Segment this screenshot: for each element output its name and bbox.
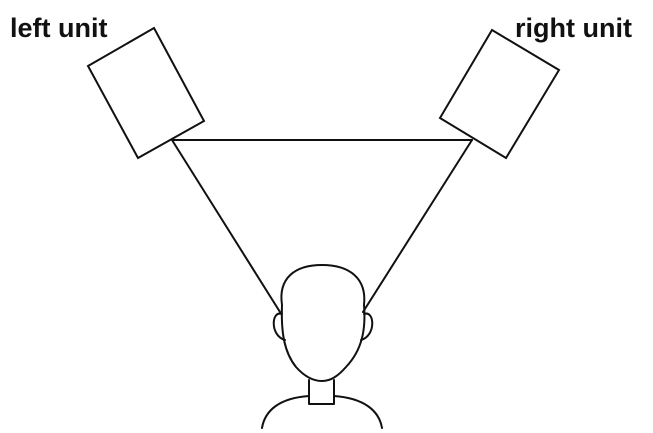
left-speaker-unit	[88, 28, 204, 158]
listener-neck	[309, 380, 334, 404]
left-listening-line	[172, 140, 280, 312]
right-unit-label: right unit	[515, 13, 632, 43]
right-speaker-unit	[440, 30, 559, 158]
left-unit-label: left unit	[10, 13, 107, 43]
listener-shoulders	[262, 396, 382, 428]
listener-head	[281, 265, 364, 381]
listener-figure	[262, 265, 382, 428]
right-listening-line	[363, 140, 472, 312]
